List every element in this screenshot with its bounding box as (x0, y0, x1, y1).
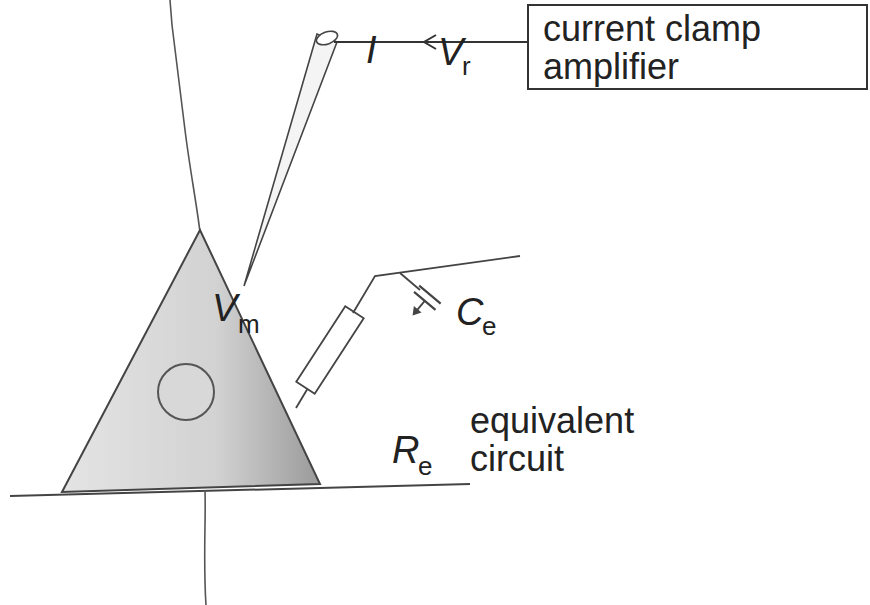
capacitance-subscript: e (482, 312, 496, 340)
voltage-symbol: V (438, 32, 463, 72)
capacitance-symbol: C (456, 292, 483, 332)
current-symbol: I (366, 30, 377, 70)
voltage-subscript: r (462, 52, 471, 80)
voltage-subscript: m (238, 310, 260, 338)
cell-body (62, 230, 320, 492)
box-label: current clamp amplifier (543, 10, 852, 86)
caption-label: equivalent circuit (470, 402, 685, 478)
axon (205, 490, 206, 605)
voltage-symbol: V (212, 288, 237, 328)
resistor-symbol (296, 306, 363, 393)
wire (353, 256, 520, 313)
resistance-subscript: e (418, 452, 432, 480)
pipette-opening (315, 29, 340, 48)
arrowhead (424, 35, 436, 49)
capacitor-symbol (402, 286, 441, 325)
pipette (244, 34, 337, 286)
resistance-symbol: R (392, 430, 419, 470)
nucleus (158, 364, 214, 420)
amplifier-box: current clamp amplifier (527, 4, 868, 90)
wire (334, 41, 527, 43)
wire (296, 388, 308, 408)
dendrite (170, 0, 200, 232)
wire (400, 273, 420, 290)
